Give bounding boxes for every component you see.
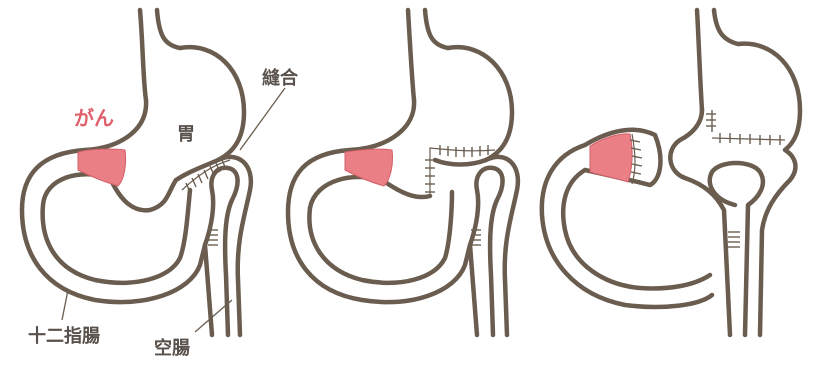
panel-1 <box>22 10 285 335</box>
stomach-3-left <box>670 110 702 178</box>
label-stomach: 胃 <box>177 120 195 146</box>
label-cancer: がん <box>74 102 114 131</box>
esophagus-1-right <box>157 10 180 48</box>
esophagus-3-right <box>714 10 738 44</box>
jejunum-1-limb <box>205 245 212 335</box>
tumor-2 <box>345 149 393 186</box>
jejunum-2-limb <box>470 245 477 335</box>
duodenum-2-inner <box>309 177 452 283</box>
label-suture: 縫合 <box>262 64 298 90</box>
esophagus-1 <box>140 10 146 100</box>
cut-line-2 <box>430 148 495 198</box>
suture-marks-3 <box>630 110 780 247</box>
esophagus-3 <box>697 10 702 110</box>
esophagus-2 <box>408 10 414 100</box>
panel-2 <box>288 10 518 335</box>
label-jejunum: 空腸 <box>154 334 190 360</box>
duodenum-3-inner <box>563 170 710 288</box>
leader-suture <box>240 88 285 150</box>
stomach-2 <box>435 47 512 164</box>
jejunum-3-right <box>760 180 790 335</box>
stomach-2-edge <box>385 182 430 197</box>
label-duodenum: 十二指腸 <box>28 322 100 348</box>
tumor-1 <box>78 149 126 186</box>
jejunum-3-loop <box>710 163 763 335</box>
panel-3 <box>542 10 800 335</box>
stomach-2-lesser <box>350 100 414 150</box>
leader-duodenum <box>62 290 68 320</box>
esophagus-2-right <box>425 10 448 48</box>
stomach-3-cutline <box>712 138 785 140</box>
stomach-3 <box>738 44 800 180</box>
